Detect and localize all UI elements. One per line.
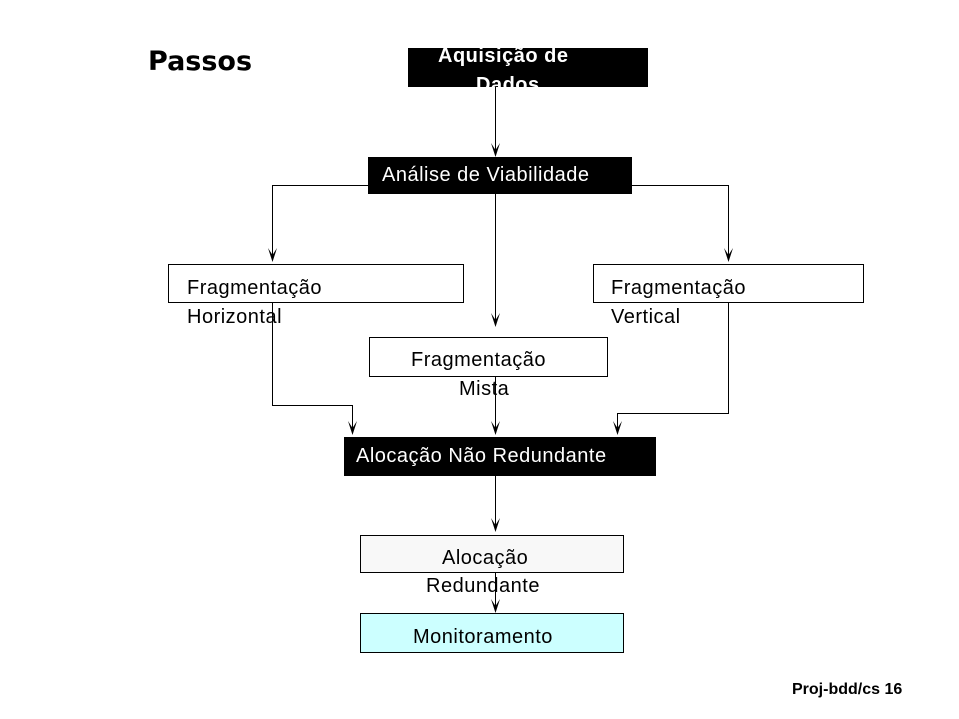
node-fragmentacao-mista <box>369 337 608 377</box>
node-label: Monitoramento <box>413 626 553 648</box>
node-label: Aquisição de <box>438 48 569 67</box>
node-fragmentacao-horizontal <box>168 264 464 303</box>
node-label: Alocação Não Redundante <box>356 445 607 467</box>
node-label: Fragmentação <box>411 349 546 371</box>
node-alocacao-redundante <box>360 535 624 573</box>
slide-title: Passos <box>148 46 253 77</box>
node-alocacao-nao-redundante: Alocação Não Redundante <box>344 437 656 476</box>
node-label: Alocação <box>442 547 529 569</box>
arrow-vertical-alocacao <box>617 302 729 433</box>
node-aquisicao-de-dados: Aquisição de Dados <box>408 48 648 87</box>
slide-footer: Proj-bdd/cs 16 <box>792 681 903 698</box>
arrow-analise-vertical <box>632 185 729 260</box>
node-label: Fragmentação <box>611 277 746 299</box>
node-label: Dados <box>476 74 540 87</box>
node-label: Redundante <box>426 575 540 597</box>
node-fragmentacao-vertical <box>593 264 864 303</box>
arrow-horizontal-alocacao <box>272 302 353 433</box>
node-monitoramento: Monitoramento <box>360 613 624 653</box>
arrowheads <box>268 143 733 613</box>
node-label: Mista <box>459 378 510 400</box>
arrow-analise-horizontal <box>272 185 368 260</box>
node-label: Análise de Viabilidade <box>382 164 590 186</box>
node-label: Vertical <box>611 306 681 328</box>
node-label: Fragmentação <box>187 277 322 299</box>
node-analise-viabilidade: Análise de Viabilidade <box>368 157 632 194</box>
node-label: Horizontal <box>187 306 283 328</box>
